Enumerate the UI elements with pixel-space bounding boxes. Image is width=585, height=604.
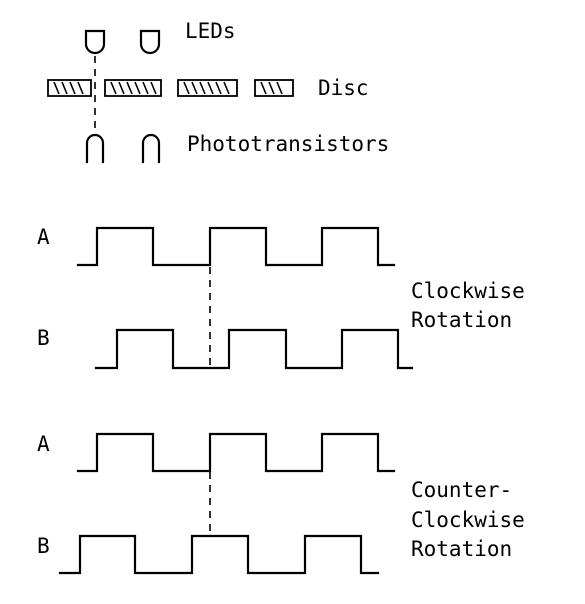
ccw-channel-a-label: A — [37, 432, 50, 456]
disc-segment — [254, 79, 294, 97]
ccw-label-line1: Counter- — [411, 478, 512, 502]
phototransistors-label: Phototransistors — [187, 132, 389, 156]
ccw-channel-b-waveform — [58, 534, 380, 575]
phototransistor-left — [85, 133, 105, 164]
cw-channel-b-waveform — [94, 328, 414, 370]
disc-segment — [104, 79, 162, 97]
cw-channel-a-label: A — [37, 225, 50, 249]
ccw-label-line3: Rotation — [411, 537, 512, 561]
disc-label: Disc — [318, 76, 369, 100]
led-right — [139, 29, 161, 55]
disc-segment — [177, 79, 238, 97]
clockwise-label-line1: Clockwise — [411, 279, 525, 303]
clockwise-label-line2: Rotation — [411, 308, 512, 332]
ccw-channel-a-waveform — [76, 432, 396, 473]
phototransistor-right — [141, 133, 161, 164]
disc — [47, 79, 294, 97]
phototransistors — [85, 133, 161, 164]
disc-segment — [47, 79, 92, 97]
cw-channel-b-label: B — [37, 326, 50, 350]
led-emitters — [84, 29, 161, 55]
leds-label: LEDs — [185, 19, 236, 43]
led-left — [84, 29, 106, 55]
cw-channel-a-waveform — [76, 226, 396, 267]
ccw-label-line2: Clockwise — [411, 508, 525, 532]
ccw-channel-b-label: B — [37, 534, 50, 558]
